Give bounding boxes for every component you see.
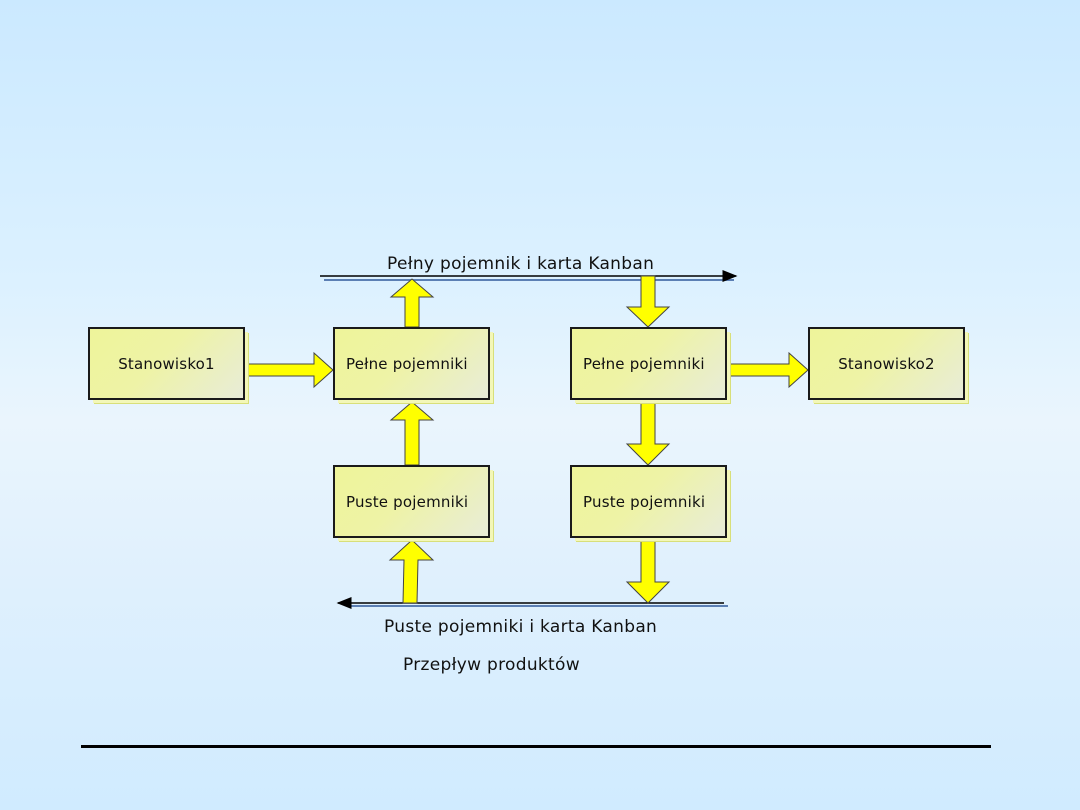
- arrow-right-station1-to-full: [246, 351, 334, 389]
- top-flow-label: Pełny pojemnik i karta Kanban: [387, 254, 655, 274]
- diagram-caption: Przepływ produktów: [403, 655, 580, 675]
- top-flow-line: [320, 270, 738, 282]
- bottom-flow-label: Puste pojemniki i karta Kanban: [384, 617, 658, 637]
- arrow-up-full-to-top-flow: [389, 278, 435, 328]
- box-empty-containers-left: Puste pojemniki: [333, 465, 490, 538]
- box-station-1: Stanowisko1: [88, 327, 245, 400]
- arrow-down-full-to-empty-right: [625, 401, 671, 466]
- box-full-containers-right: Pełne pojemniki: [570, 327, 727, 400]
- arrow-down-empty-to-bottom-flow: [625, 539, 671, 604]
- box-full-containers-left: Pełne pojemniki: [333, 327, 490, 400]
- bottom-flow-line: [336, 597, 728, 609]
- arrow-down-top-flow-to-full-right: [625, 275, 671, 328]
- arrow-right-full-to-station2: [727, 351, 809, 389]
- arrow-up-empty-to-full-left: [389, 401, 435, 466]
- footer-divider: [81, 745, 991, 748]
- box-empty-containers-right: Puste pojemniki: [570, 465, 727, 538]
- arrow-up-bottom-flow-to-empty-left: [388, 539, 435, 604]
- box-station-2: Stanowisko2: [808, 327, 965, 400]
